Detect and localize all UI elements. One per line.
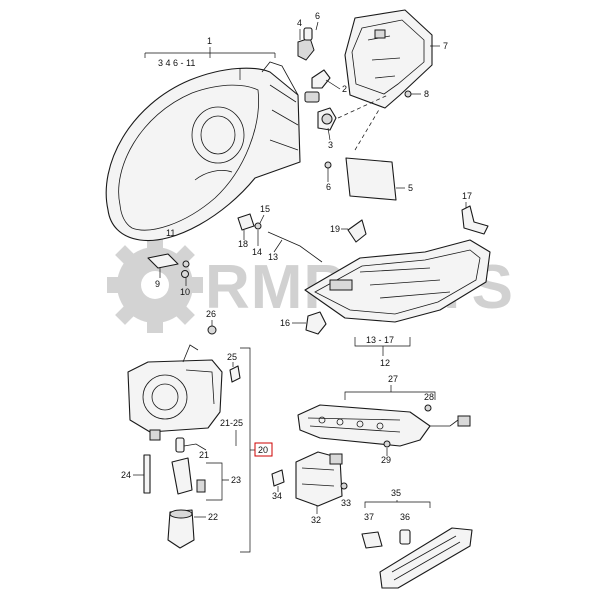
svg-text:24: 24: [121, 470, 131, 480]
clip-15-14: 15 14: [252, 204, 270, 257]
bulb-21: 21: [175, 437, 209, 460]
bulb-36: 36: [399, 512, 411, 545]
cover-5: 6 5: [324, 94, 413, 201]
callout-2-3-4: 4 6 2 3: [297, 11, 347, 150]
svg-text:13: 13: [268, 252, 278, 262]
screw-28: 28: [424, 392, 434, 412]
svg-text:5: 5: [408, 183, 413, 193]
svg-text:21: 21: [199, 450, 209, 460]
svg-text:22: 22: [208, 512, 218, 522]
svg-text:26: 26: [206, 309, 216, 319]
svg-text:10: 10: [180, 287, 190, 297]
bulb-socket-4: [297, 27, 315, 61]
svg-text:18: 18: [238, 239, 248, 249]
svg-text:35: 35: [391, 488, 401, 498]
callout-20: 20: [240, 347, 273, 553]
svg-text:9: 9: [155, 279, 160, 289]
callout-21-25-bracket: 21-25: [220, 418, 243, 446]
callout-26-25: 26 25: [206, 309, 241, 383]
svg-text:25: 25: [227, 352, 237, 362]
svg-text:29: 29: [381, 455, 391, 465]
bulb-2: [304, 69, 331, 103]
svg-text:2: 2: [342, 84, 347, 94]
bulb-3: [317, 107, 337, 131]
svg-text:1: 1: [207, 36, 212, 46]
svg-text:8: 8: [424, 89, 429, 99]
svg-text:27: 27: [388, 374, 398, 384]
svg-text:11: 11: [166, 228, 175, 238]
gear-icon: [107, 237, 203, 333]
screw-10-11: 10 11: [166, 228, 190, 297]
svg-text:37: 37: [364, 512, 374, 522]
svg-text:33: 33: [341, 498, 351, 508]
fog-lamp-assembly: [127, 325, 223, 441]
svg-text:20: 20: [258, 445, 268, 455]
clip-34: 34: [271, 469, 285, 501]
daytime-running-light-27: 27: [297, 374, 471, 447]
socket-37: 37: [361, 512, 383, 549]
callout-1: 1 3 4 6 - 11: [144, 36, 276, 80]
svg-text:14: 14: [252, 247, 262, 257]
headlamp-assembly: [105, 61, 301, 242]
clip-19: 19: [330, 219, 367, 243]
svg-text:19: 19: [330, 224, 340, 234]
svg-text:36: 36: [400, 512, 410, 522]
mounting-tray-12: 12 13 - 17: [304, 239, 491, 368]
svg-text:23: 23: [231, 475, 241, 485]
screw-33: 33: [340, 482, 351, 508]
callout-7-8: 7 8: [404, 41, 448, 99]
grommet-18: 18: [237, 213, 255, 249]
control-unit-32: 32: [295, 451, 343, 525]
screw-29: 29: [381, 440, 391, 465]
bracket-9: 9: [147, 253, 179, 289]
bulb-22: 22: [167, 509, 218, 549]
grommet-16: 16: [280, 311, 327, 335]
pin-24: 24: [121, 454, 151, 494]
connector-23: 23: [171, 457, 241, 501]
svg-text:16: 16: [280, 318, 290, 328]
svg-text:3: 3: [328, 140, 333, 150]
svg-text:21-25: 21-25: [220, 418, 243, 428]
svg-text:17: 17: [462, 191, 472, 201]
svg-text:7: 7: [443, 41, 448, 51]
bracket-17: 17: [461, 191, 489, 235]
rod-13: 13: [267, 231, 323, 263]
svg-text:32: 32: [311, 515, 321, 525]
svg-text:6: 6: [326, 182, 331, 192]
svg-text:4: 4: [297, 18, 302, 28]
svg-text:15: 15: [260, 204, 270, 214]
svg-text:34: 34: [272, 491, 282, 501]
lamp-housing-7: [344, 9, 433, 109]
svg-text:28: 28: [424, 392, 434, 402]
side-marker-35: 35: [364, 488, 473, 589]
svg-text:6: 6: [315, 11, 320, 21]
svg-text:13 - 17: 13 - 17: [366, 335, 394, 345]
svg-text:12: 12: [380, 358, 390, 368]
svg-text:3 4 6 - 11: 3 4 6 - 11: [158, 58, 195, 68]
